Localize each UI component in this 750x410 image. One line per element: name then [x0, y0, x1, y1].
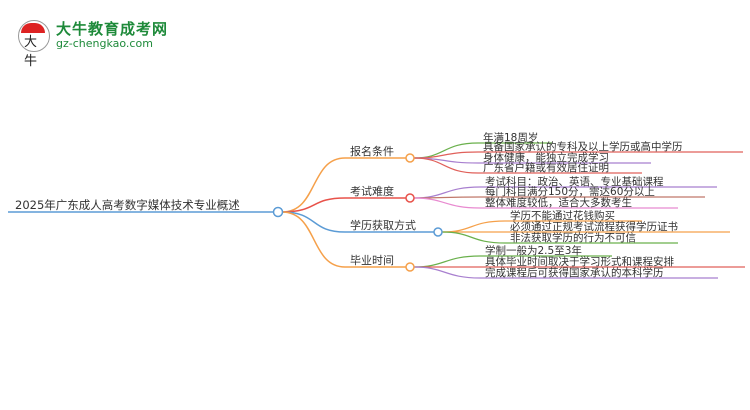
root-node-icon — [272, 206, 284, 218]
leaf-connector — [441, 231, 678, 244]
leaf-label: 年满18周岁 — [483, 131, 538, 144]
logo-title: 大牛教育成考网 — [56, 20, 169, 38]
branch-connector — [281, 157, 406, 213]
leaf-connector — [413, 197, 678, 209]
leaf-label: 学历不能通过花钱购买 — [510, 209, 615, 222]
site-logo[interactable]: 大牛 大牛教育成考网 gz-chengkao.com — [18, 18, 167, 69]
leaf-connector — [413, 157, 642, 174]
leaf-connector — [413, 266, 718, 279]
branch-connector — [281, 197, 406, 213]
branch-node-icon — [405, 193, 415, 203]
branch-label: 学历获取方式 — [350, 218, 416, 232]
branch-connector — [281, 211, 434, 233]
branch-node-icon — [405, 153, 415, 163]
logo-mark-icon: 大牛 — [18, 20, 50, 69]
leaf-label: 具体毕业时间取决于学习形式和课程安排 — [485, 255, 674, 268]
leaf-label: 完成课程后可获得国家承认的本科学历 — [485, 266, 664, 279]
leaf-label: 非法获取学历的行为不可信 — [510, 231, 636, 244]
leaf-label: 学制一般为2.5至3年 — [485, 244, 582, 257]
root-label: 2025年广东成人高考数字媒体技术专业概述 — [15, 198, 240, 212]
branch-connector — [281, 211, 406, 268]
leaf-label: 整体难度较低，适合大多数考生 — [485, 196, 632, 209]
leaf-label: 具备国家承认的专科及以上学历或高中学历 — [483, 140, 683, 153]
branch-node-icon — [405, 262, 415, 272]
logo-url: gz-chengkao.com — [56, 37, 153, 50]
branch-label: 考试难度 — [350, 184, 394, 198]
branch-node-icon — [433, 227, 443, 237]
branch-label: 毕业时间 — [350, 254, 394, 267]
leaf-label: 考试科目：政治、英语、专业基础课程 — [485, 175, 664, 188]
branch-label: 报名条件 — [350, 144, 394, 158]
leaf-label: 必须通过正规考试流程获得学历证书 — [510, 220, 678, 233]
leaf-label: 每门科目满分150分，需达60分以上 — [485, 185, 655, 198]
leaf-label: 广东省户籍或有效居住证明 — [483, 161, 609, 174]
leaf-label: 身体健康，能独立完成学习 — [483, 151, 609, 164]
